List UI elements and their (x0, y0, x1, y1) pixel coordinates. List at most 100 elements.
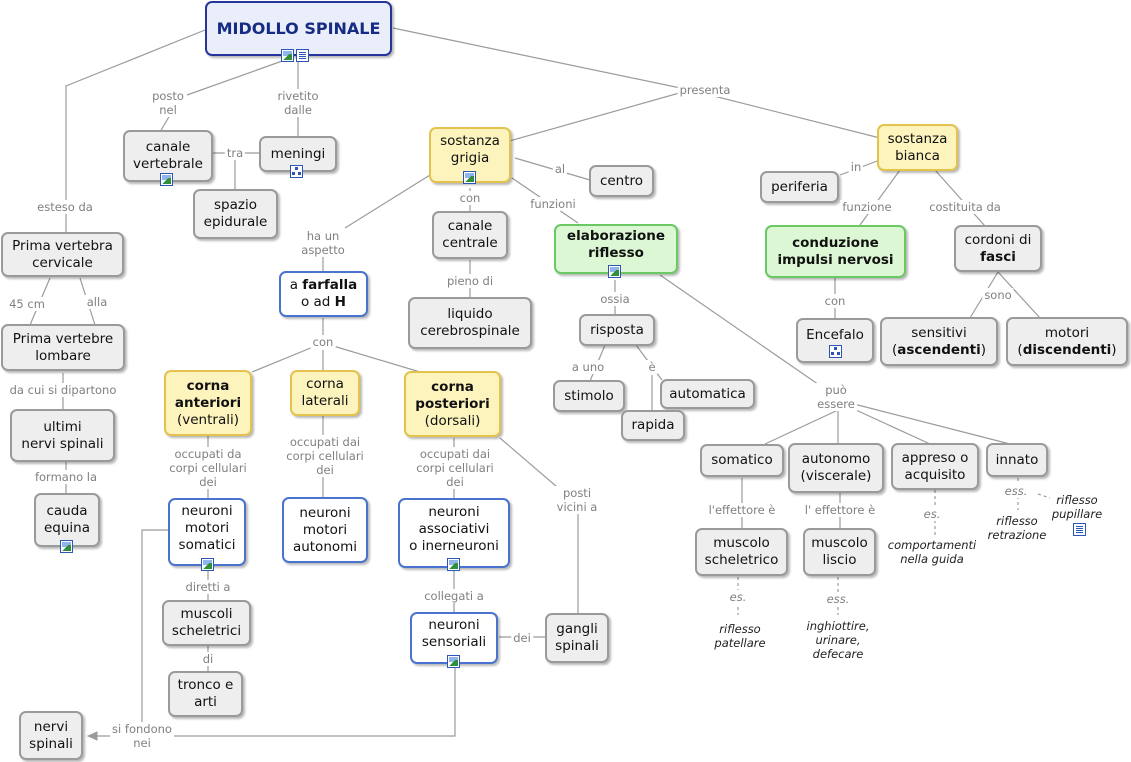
link-label-es2: ess. (824, 592, 852, 606)
node-periferia[interactable]: periferia (760, 171, 839, 203)
node-label: innato (995, 451, 1039, 468)
node-corna-anteriori[interactable]: corna anteriori (ventrali) (164, 370, 252, 436)
node-neuroni-motori-autonomi[interactable]: neuroni motori autonomi (282, 497, 368, 563)
image-icon[interactable] (447, 655, 460, 668)
node-innato[interactable]: innato (986, 443, 1048, 477)
image-icon[interactable] (463, 171, 476, 184)
node-label: neuroni motori somatici (178, 502, 236, 553)
link-label-tra: tra (224, 146, 246, 160)
node-label: canale centrale (442, 218, 498, 251)
image-icon[interactable] (60, 540, 73, 553)
node-prima-vertebra-cervicale[interactable]: Prima vertebra cervicale (1, 232, 124, 277)
node-label: gangli spinali (555, 621, 599, 654)
node-cauda-equina[interactable]: cauda equina (34, 493, 100, 547)
image-icon[interactable] (281, 49, 294, 62)
node-neuroni-motori-somatici[interactable]: neuroni motori somatici (168, 498, 246, 566)
node-label: appreso o acquisito (901, 449, 969, 483)
node-stimolo[interactable]: stimolo (553, 380, 625, 412)
node-autonomo[interactable]: autonomo (viscerale) (788, 443, 884, 493)
link-label-es3: es. (921, 507, 943, 521)
node-appreso[interactable]: appreso o acquisito (891, 443, 979, 490)
node-canale-centrale[interactable]: canale centrale (432, 211, 508, 259)
node-prima-vertebre-lombare[interactable]: Prima vertebre lombare (1, 324, 125, 371)
image-icon[interactable] (160, 173, 173, 186)
link-label-presenta: presenta (677, 83, 733, 97)
node-label: canale vertebrale (133, 139, 203, 172)
node-label: corna anteriori (174, 377, 242, 411)
node-gangli-spinali[interactable]: gangli spinali (545, 613, 609, 663)
link-funzione (859, 169, 901, 226)
link-label-45cm: 45 cm (7, 297, 47, 311)
node-label: ultimi nervi spinali (21, 418, 104, 452)
node-label: muscolo liscio (811, 535, 868, 568)
node-label: neuroni motori autonomi (292, 504, 358, 555)
link-aspetto1 (344, 174, 431, 229)
link-label-funzione: funzione (840, 200, 894, 214)
node-label: neuroni associativi o inerneuroni (409, 503, 499, 554)
node-risposta[interactable]: risposta (579, 314, 655, 346)
link-label-alla: alla (84, 295, 110, 309)
link-label-occupati-da: occupati da corpi cellulari dei (167, 447, 249, 489)
node-automatica[interactable]: automatica (660, 379, 755, 409)
link-label-aspetto: ha un aspetto (299, 229, 347, 257)
link-costituita (934, 169, 986, 227)
concept-map-icon[interactable] (290, 165, 303, 178)
link-al (514, 157, 591, 181)
link-fondono1 (86, 529, 170, 741)
node-label: sostanza grigia (440, 133, 500, 166)
link-label-si-fondono: si fondono nei (110, 722, 174, 750)
node-muscolo-scheletrico[interactable]: muscolo scheletrico (695, 528, 788, 576)
link-label-diretti: diretti a (183, 580, 233, 594)
node-muscolo-liscio[interactable]: muscolo liscio (803, 528, 876, 576)
example-riflesso-pupillare: riflesso pupillare (1051, 493, 1103, 521)
link-label-al: al (552, 162, 568, 176)
node-rapida[interactable]: rapida (621, 410, 685, 441)
link-label-a-uno: a uno (569, 360, 607, 374)
node-label: sensitivi (ascendenti) (892, 324, 986, 358)
link-label-collegati: collegati a (422, 589, 486, 603)
node-label: liquido cerebrospinale (420, 306, 520, 339)
node-corna-laterali[interactable]: corna laterali (290, 370, 360, 416)
link-label-posti-vicini: posti vicini a (554, 486, 600, 514)
image-icon[interactable] (608, 265, 621, 278)
document-icon[interactable] (1073, 523, 1086, 536)
node-liquido-cerebrospinale[interactable]: liquido cerebrospinale (408, 297, 532, 349)
node-tronco-e-arti[interactable]: tronco e arti (168, 671, 243, 717)
node-nervi-spinali[interactable]: nervi spinali (19, 711, 83, 760)
node-ultimi-nervi-spinali[interactable]: ultimi nervi spinali (10, 409, 115, 462)
node-conduzione-impulsi[interactable]: conduzione impulsi nervosi (765, 225, 906, 278)
link-puo (659, 274, 839, 399)
node-label: muscoli scheletrici (171, 606, 242, 639)
link-corna-post (329, 344, 421, 373)
link-es4b (1037, 493, 1051, 499)
node-label: somatico (711, 452, 773, 468)
node-corna-posteriori[interactable]: corna posteriori (dorsali) (404, 371, 501, 437)
node-somatico[interactable]: somatico (700, 444, 784, 477)
link-label-es4: ess. (1002, 484, 1030, 498)
link-presenta2 (505, 89, 691, 143)
node-label: MIDOLLO SPINALE (216, 19, 381, 38)
link-fondono2 (142, 662, 456, 737)
node-sensitivi[interactable]: sensitivi (ascendenti) (880, 317, 998, 366)
node-label: stimolo (564, 387, 614, 404)
concept-map-icon[interactable] (829, 345, 842, 358)
link-innato (849, 402, 1011, 445)
image-icon[interactable] (447, 558, 460, 571)
node-sostanza-bianca[interactable]: sostanza bianca (877, 124, 958, 171)
link-label-puo-essere: può essere (815, 383, 857, 411)
link-label-e: è (646, 360, 658, 374)
document-icon[interactable] (296, 49, 309, 62)
node-centro[interactable]: centro (589, 165, 654, 197)
node-spazio-epidurale[interactable]: spazio epidurale (193, 189, 278, 239)
example-riflesso-retrazione: riflesso retrazione (987, 514, 1047, 542)
node-label: nervi spinali (29, 718, 73, 752)
image-icon[interactable] (201, 558, 214, 571)
node-midollo-spinale[interactable]: MIDOLLO SPINALE (205, 1, 392, 56)
link-label-occupati-post: occupati dai corpi cellulari dei (414, 447, 496, 489)
link-label-effettore1: l'effettore è (706, 503, 778, 517)
node-motori[interactable]: motori (discendenti) (1006, 317, 1128, 366)
node-muscoli-scheletrici[interactable]: muscoli scheletrici (162, 600, 251, 646)
